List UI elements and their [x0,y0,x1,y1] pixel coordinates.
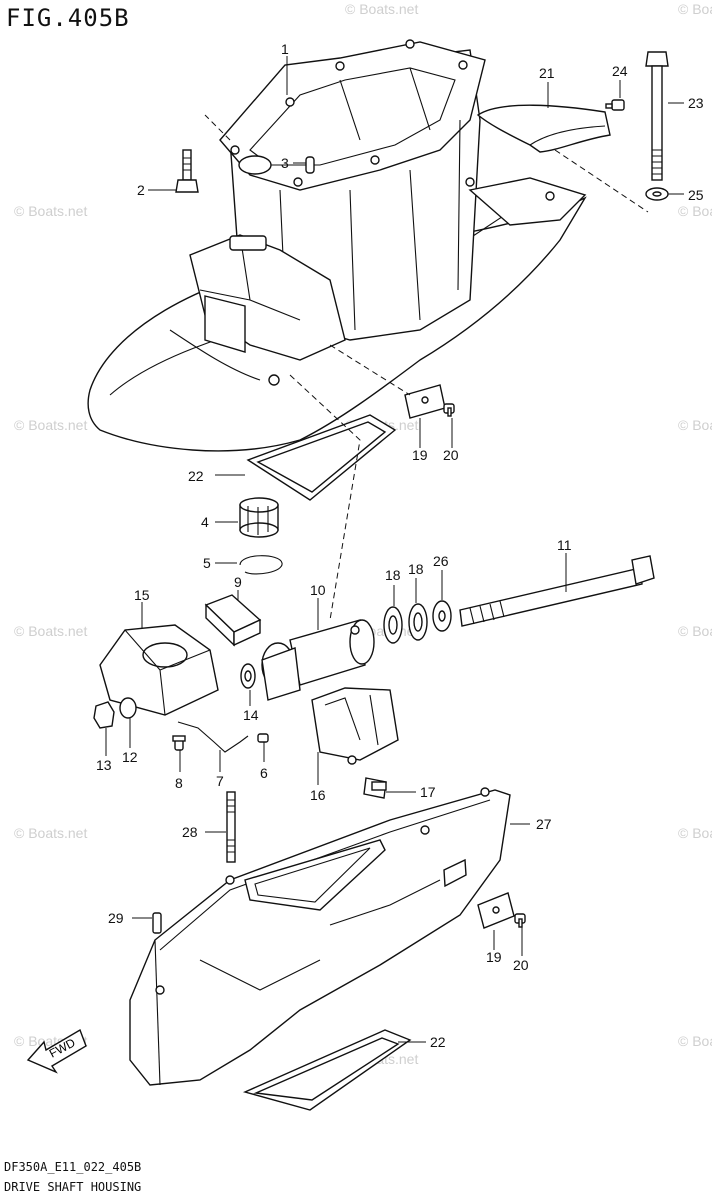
screw-8 [172,735,186,751]
cover-21 [476,104,611,153]
screw-24 [605,99,625,111]
watermark: © Boats.net [14,825,87,841]
figure-title: FIG.405B [6,4,130,32]
callout-22: 22 [430,1034,446,1050]
bushing-4 [239,497,279,538]
housing-15 [99,624,219,716]
callout-2: 2 [137,182,145,198]
stud-28 [226,791,236,863]
callout-26: 26 [433,553,449,569]
callout-13: 13 [96,757,112,773]
mount-plate-19-upper [404,384,455,419]
callout-3: 3 [281,155,289,171]
callout-27: 27 [536,816,552,832]
watermark: © Boats.net [678,825,712,841]
bolt-17 [363,777,387,799]
watermark: © Boats.net [678,203,712,219]
callout-20: 20 [513,957,529,973]
callout-1: 1 [281,41,289,57]
callouts: 1 2 3 4 5 6 7 8 9 10 11 12 13 14 15 16 1… [96,41,704,1050]
nut-13 [93,701,115,729]
callout-28: 28 [182,824,198,840]
pad-9 [204,594,262,647]
watermark: © Boats.net [14,623,87,639]
callout-7: 7 [216,773,224,789]
watermark: © Boats.net [678,417,712,433]
callout-8: 8 [175,775,183,791]
figure-code: DF350A_E11_022_405B [4,1160,142,1174]
callout-21: 21 [539,65,555,81]
callout-25: 25 [688,187,704,203]
bolt-11 [459,555,655,627]
callout-24: 24 [612,63,628,79]
callout-6: 6 [260,765,268,781]
seal-22-lower [242,1029,412,1111]
callout-14: 14 [243,707,259,723]
watermark: © Boats.net [14,203,87,219]
callout-15: 15 [134,587,150,603]
watermark: © Boats.net [678,1,712,17]
watermark: © Boats.net [14,417,87,433]
washers-18-26 [383,600,452,644]
callout-23: 23 [688,95,704,111]
callout-18: 18 [408,561,424,577]
mount-10 [261,619,375,701]
callout-5: 5 [203,555,211,571]
ground-wire-7 [177,721,249,753]
upper-housing [87,39,587,452]
bracket-16 [311,687,399,765]
callout-18: 18 [385,567,401,583]
callout-22: 22 [188,468,204,484]
leader-lines [105,56,684,1043]
watermark: © Boats.net [678,623,712,639]
washer-12 [119,697,137,719]
bolt-23 [645,51,669,201]
washer-14 [240,663,256,689]
callout-16: 16 [310,787,326,803]
mount-plate-19-lower [477,892,526,929]
callout-20: 20 [443,447,459,463]
watermark: © Boats.net [678,1033,712,1049]
callout-10: 10 [310,582,326,598]
callout-12: 12 [122,749,138,765]
pin-29 [152,912,162,934]
callout-19: 19 [486,949,502,965]
figure-name: DRIVE SHAFT HOUSING [4,1180,142,1194]
callout-4: 4 [201,514,209,530]
callout-11: 11 [557,537,572,553]
callout-17: 17 [420,784,436,800]
callout-29: 29 [108,910,124,926]
bolt-2 [175,149,199,193]
callout-19: 19 [412,447,428,463]
clip-5 [239,555,283,575]
seal-22-upper [246,414,397,501]
watermark: © Boats.net [345,1,418,17]
callout-9: 9 [234,574,242,590]
screw-6 [257,733,269,743]
lower-case-27 [129,787,511,1086]
